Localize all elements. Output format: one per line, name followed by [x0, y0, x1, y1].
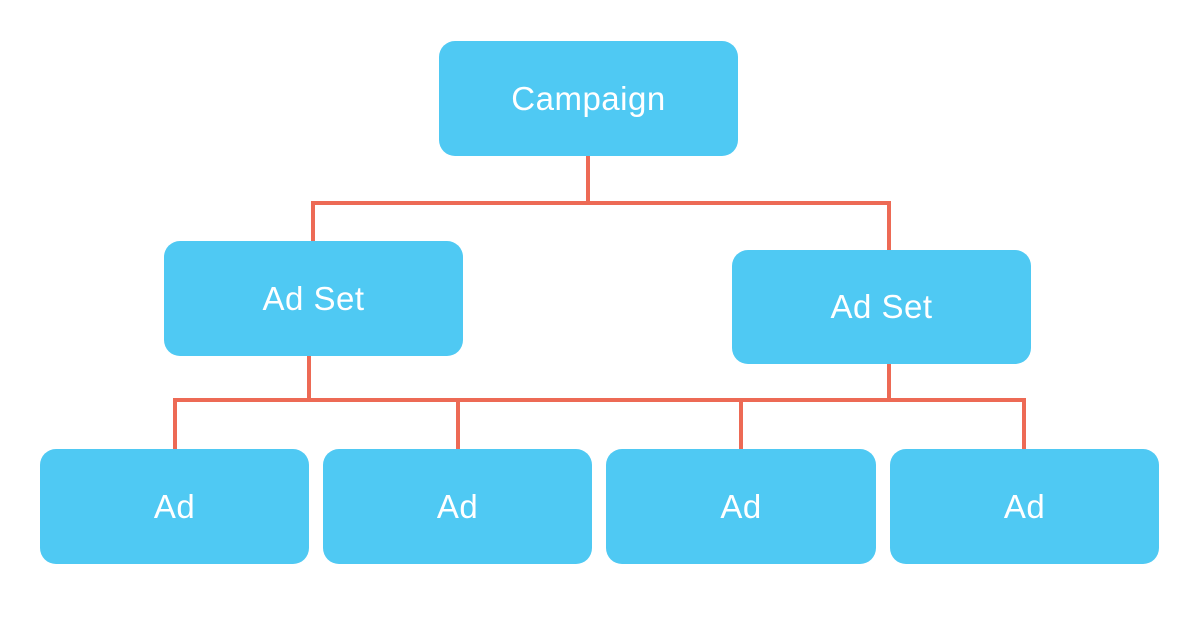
ad-set-node-1: Ad Set — [164, 241, 463, 356]
ad-label: Ad — [436, 487, 479, 525]
ad-label: Ad — [1003, 487, 1046, 525]
campaign-label: Campaign — [511, 79, 666, 117]
ad-label: Ad — [720, 487, 762, 525]
ad-set-label: Ad Set — [262, 279, 365, 317]
ad-node-2: Ad — [323, 449, 592, 564]
ad-node-4: Ad — [890, 449, 1159, 564]
ad-set-label: Ad Set — [830, 288, 933, 325]
ad-node-3: Ad — [606, 449, 876, 564]
campaign-node: Campaign — [439, 41, 738, 156]
ad-set-node-2: Ad Set — [732, 250, 1031, 364]
ad-node-1: Ad — [40, 449, 309, 564]
ad-label: Ad — [153, 487, 196, 525]
